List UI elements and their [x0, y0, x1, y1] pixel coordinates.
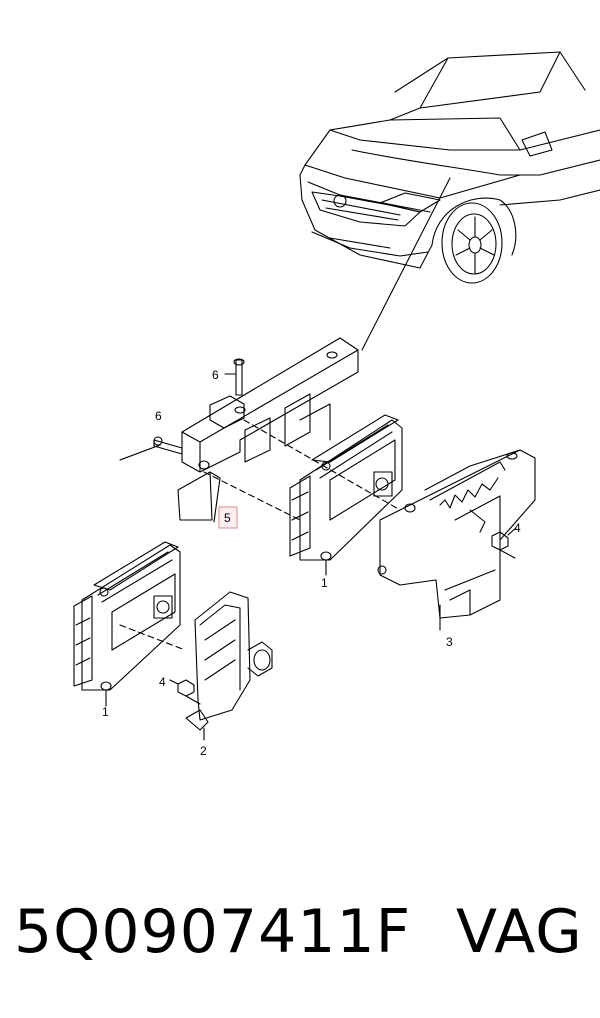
callout-4-lower: 4: [159, 675, 166, 689]
ecu-lower: [73, 541, 186, 707]
brand-name: VAG: [456, 897, 583, 967]
callout-1-lower: 1: [102, 705, 109, 719]
callout-3: 3: [446, 635, 453, 649]
highlight-box-part-5: [218, 506, 238, 529]
ecu-upper: [289, 414, 403, 576]
parts-diagram: 1 1 2 3 4 4 5 6 6: [73, 51, 600, 758]
callout-2: 2: [200, 744, 207, 758]
callout-1-upper: 1: [321, 576, 328, 590]
callout-6-top: 6: [212, 368, 219, 382]
vehicle-illustration: [299, 51, 600, 351]
bracket-right: [377, 449, 536, 631]
bracket-lower: [169, 591, 273, 741]
part-number: 5Q0907411F: [14, 897, 412, 967]
upper-bracket: [119, 337, 401, 523]
callout-6-side: 6: [155, 409, 162, 423]
callout-5: 5: [224, 511, 231, 525]
callout-4-right: 4: [514, 521, 521, 535]
